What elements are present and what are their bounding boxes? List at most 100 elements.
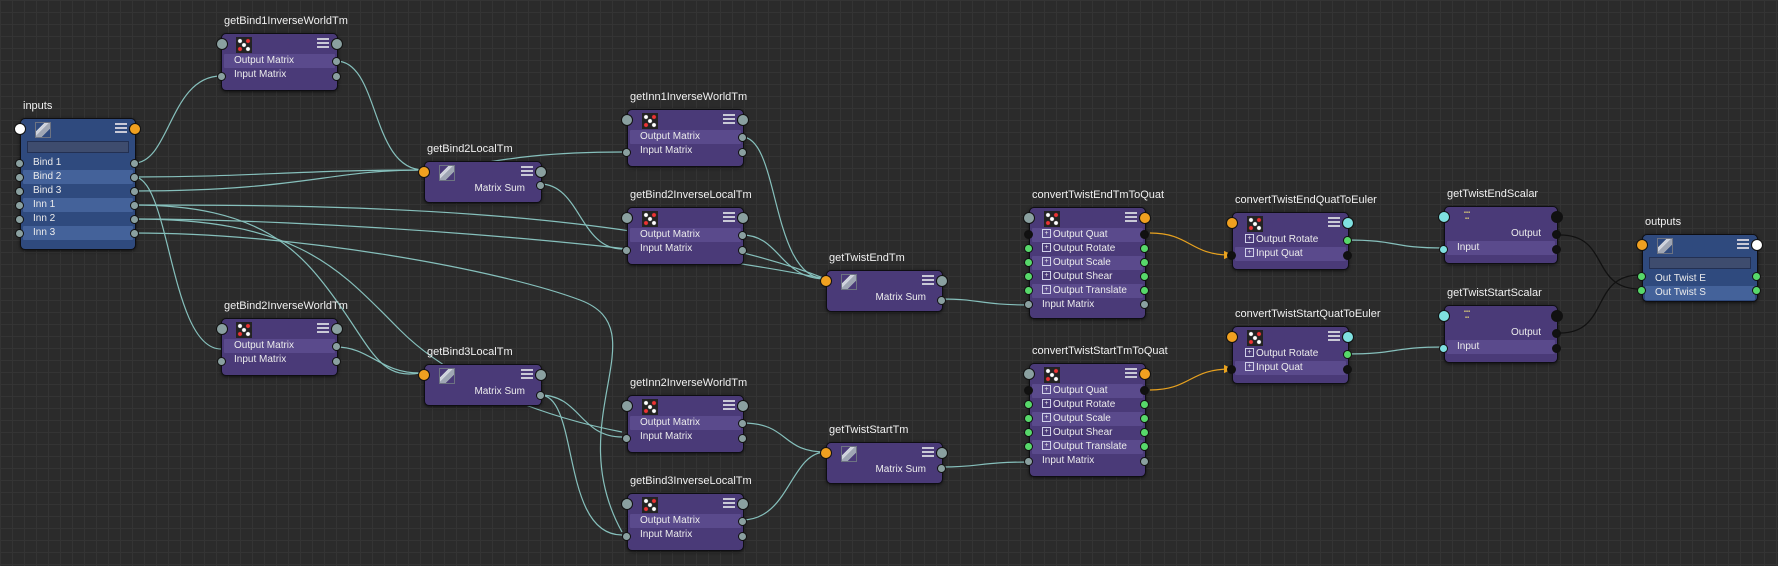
port-row[interactable]: Inn 1 xyxy=(23,198,133,212)
port-row[interactable]: +Output Rotate xyxy=(1032,242,1143,256)
port-row[interactable]: Output Matrix xyxy=(224,339,335,353)
output-port[interactable] xyxy=(1139,368,1151,380)
output-port[interactable] xyxy=(1343,251,1352,260)
menu-lines-icon[interactable] xyxy=(1125,368,1137,378)
input-port[interactable] xyxy=(217,72,226,81)
node-getTwistStartScalar[interactable]: getTwistStartScalar ▪▪▪▪▪ Output Input xyxy=(1444,287,1558,363)
port-row[interactable]: +Output Translate xyxy=(1032,284,1143,298)
input-port[interactable] xyxy=(820,275,832,287)
output-port[interactable] xyxy=(130,173,139,182)
output-port[interactable] xyxy=(1140,244,1149,253)
port-row[interactable]: Input Matrix xyxy=(234,354,287,365)
input-port[interactable] xyxy=(1226,331,1238,343)
input-port[interactable] xyxy=(14,123,26,135)
input-port[interactable] xyxy=(622,532,631,541)
input-port[interactable] xyxy=(1024,400,1033,409)
menu-lines-icon[interactable] xyxy=(922,447,934,457)
input-port[interactable] xyxy=(15,215,24,224)
port-row[interactable]: Output Matrix xyxy=(630,130,741,144)
node-convertTwistEndQuatToEuler[interactable]: convertTwistEndQuatToEuler +Output Rotat… xyxy=(1232,194,1377,270)
output-port[interactable] xyxy=(535,369,547,381)
output-port[interactable] xyxy=(937,464,946,473)
output-port[interactable] xyxy=(331,38,343,50)
input-port[interactable] xyxy=(621,212,633,224)
menu-lines-icon[interactable] xyxy=(723,400,735,410)
port-row[interactable]: Matrix Sum xyxy=(875,292,926,303)
port-row[interactable]: Out Twist E xyxy=(1655,273,1706,284)
menu-lines-icon[interactable] xyxy=(521,166,533,176)
input-port[interactable] xyxy=(1438,211,1450,223)
input-port[interactable] xyxy=(217,357,226,366)
output-port[interactable] xyxy=(738,231,747,240)
port-row[interactable]: +Input Quat xyxy=(1235,361,1346,375)
node-inputs[interactable]: inputs Bind 1 Bind 2 Bind 3 Inn 1 Inn 2 … xyxy=(20,100,136,250)
input-port[interactable] xyxy=(15,173,24,182)
output-port[interactable] xyxy=(738,419,747,428)
input-port[interactable] xyxy=(1438,310,1450,322)
input-port[interactable] xyxy=(1226,217,1238,229)
output-port[interactable] xyxy=(737,212,749,224)
input-port[interactable] xyxy=(1024,457,1033,466)
output-port[interactable] xyxy=(535,166,547,178)
input-port[interactable] xyxy=(418,166,430,178)
port-row[interactable]: Input Matrix xyxy=(640,145,693,156)
output-port[interactable] xyxy=(737,400,749,412)
input-port[interactable] xyxy=(1636,239,1648,251)
output-port[interactable] xyxy=(1552,245,1561,254)
port-row[interactable]: Bind 3 xyxy=(33,185,62,196)
port-row[interactable]: Input Matrix xyxy=(640,243,693,254)
output-port[interactable] xyxy=(738,148,747,157)
output-port[interactable] xyxy=(1140,230,1149,239)
node-getTwistEndScalar[interactable]: getTwistEndScalar ▪▪▪▪▪ Output Input xyxy=(1444,188,1558,264)
output-port[interactable] xyxy=(130,229,139,238)
node-convertTwistStartTmToQuat[interactable]: convertTwistStartTmToQuat +Output Quat +… xyxy=(1029,345,1168,477)
output-port[interactable] xyxy=(1139,212,1151,224)
node-getInn2InverseWorldTm[interactable]: getInn2InverseWorldTm Output Matrix Inpu… xyxy=(627,377,747,453)
menu-lines-icon[interactable] xyxy=(521,369,533,379)
port-row[interactable]: Out Twist S xyxy=(1645,286,1755,300)
output-port[interactable] xyxy=(332,357,341,366)
node-search-bar[interactable] xyxy=(27,141,129,153)
port-row[interactable]: Output Matrix xyxy=(630,514,741,528)
input-port[interactable] xyxy=(15,187,24,196)
input-port[interactable] xyxy=(1637,286,1646,295)
output-port[interactable] xyxy=(1140,386,1149,395)
input-port[interactable] xyxy=(1024,258,1033,267)
input-port[interactable] xyxy=(1024,244,1033,253)
input-port[interactable] xyxy=(1024,428,1033,437)
port-row[interactable]: +Output Shear xyxy=(1032,270,1143,284)
menu-lines-icon[interactable] xyxy=(723,212,735,222)
output-port[interactable] xyxy=(331,323,343,335)
input-port[interactable] xyxy=(1439,344,1448,353)
output-port[interactable] xyxy=(536,391,545,400)
output-port[interactable] xyxy=(737,114,749,126)
menu-lines-icon[interactable] xyxy=(922,275,934,285)
output-port[interactable] xyxy=(1140,428,1149,437)
node-getBind3InverseLocalTm[interactable]: getBind3InverseLocalTm Output Matrix Inp… xyxy=(627,475,752,551)
input-port[interactable] xyxy=(15,201,24,210)
node-getBind2InverseLocalTm[interactable]: getBind2InverseLocalTm Output Matrix Inp… xyxy=(627,189,752,265)
input-port[interactable] xyxy=(418,369,430,381)
input-port[interactable] xyxy=(1024,414,1033,423)
input-port[interactable] xyxy=(1227,251,1236,260)
input-port[interactable] xyxy=(621,114,633,126)
port-row[interactable]: Output xyxy=(1510,327,1541,338)
input-port[interactable] xyxy=(1024,386,1033,395)
output-port[interactable] xyxy=(1343,236,1352,245)
output-port[interactable] xyxy=(536,181,545,190)
port-row[interactable]: Input Matrix xyxy=(640,431,693,442)
output-port[interactable] xyxy=(936,275,948,287)
port-row[interactable]: Output Matrix xyxy=(630,416,741,430)
output-port[interactable] xyxy=(130,187,139,196)
input-port[interactable] xyxy=(622,246,631,255)
output-port[interactable] xyxy=(1551,211,1563,223)
input-port[interactable] xyxy=(1023,212,1035,224)
port-row[interactable]: +Output Scale xyxy=(1032,256,1143,270)
output-port[interactable] xyxy=(936,447,948,459)
input-port[interactable] xyxy=(15,159,24,168)
node-convertTwistStartQuatToEuler[interactable]: convertTwistStartQuatToEuler +Output Rot… xyxy=(1232,308,1381,384)
port-row[interactable]: Input Matrix xyxy=(1042,299,1095,310)
output-port[interactable] xyxy=(1140,414,1149,423)
input-port[interactable] xyxy=(216,323,228,335)
port-row[interactable]: Input xyxy=(1447,241,1555,255)
